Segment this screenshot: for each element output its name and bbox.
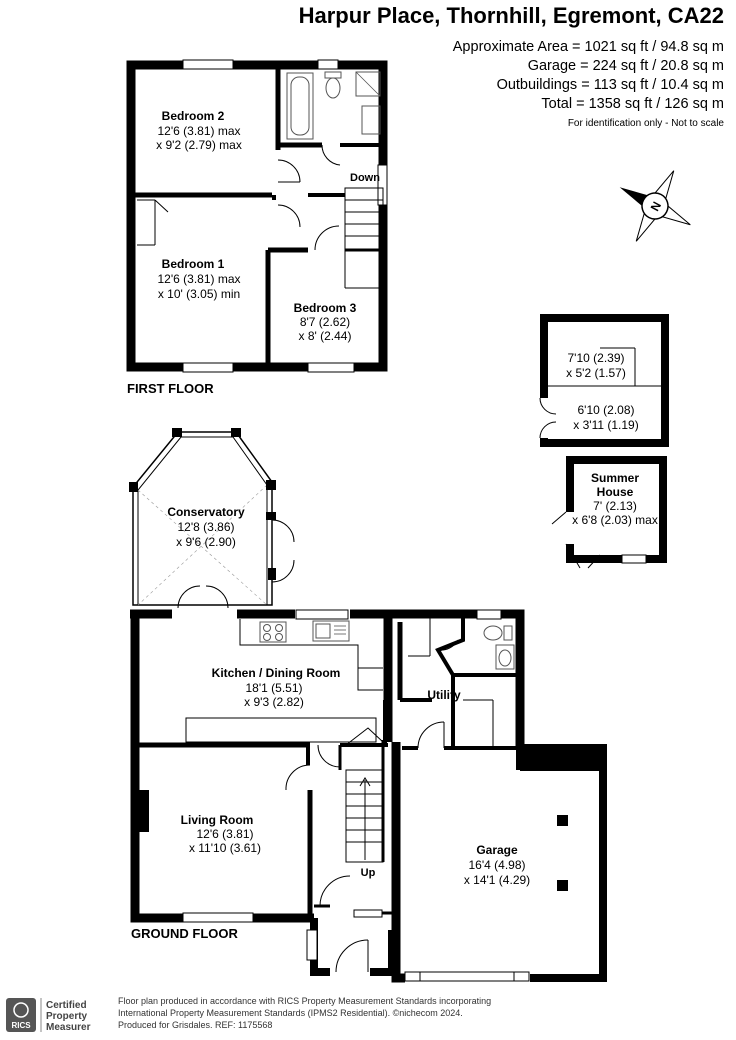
bedroom-3-dim-2: x 8' (2.44) bbox=[299, 329, 352, 343]
garage-door bbox=[404, 971, 530, 982]
bedroom-1-name: Bedroom 1 bbox=[162, 257, 225, 271]
stairs-down-label: Down bbox=[350, 172, 380, 184]
garage-dim-1: 16'4 (4.98) bbox=[469, 858, 526, 872]
store-2-dim-1: 6'10 (2.08) bbox=[578, 403, 635, 417]
store-outer-wall bbox=[540, 314, 669, 447]
summer-house-name-1: Summer bbox=[591, 471, 639, 485]
first-floor-plan bbox=[126, 59, 388, 373]
living-room-dim-2: x 11'10 (3.61) bbox=[189, 841, 261, 855]
rics-logo-icon bbox=[6, 998, 36, 1032]
footer-line-1: Floor plan produced in accordance with R… bbox=[118, 996, 491, 1006]
window bbox=[307, 362, 355, 373]
store-2-dim-2: x 3'11 (1.19) bbox=[573, 418, 638, 432]
summer-house-dim-2: x 6'8 (2.03) max bbox=[572, 513, 658, 527]
rics-mark: RICS bbox=[11, 1021, 31, 1030]
toilet-icon bbox=[483, 625, 503, 641]
first-floor-label: FIRST FLOOR bbox=[127, 381, 214, 396]
footer-line-2: International Property Measurement Stand… bbox=[118, 1008, 463, 1018]
stairs-up-label: Up bbox=[361, 867, 376, 879]
disclaimer: For identification only - Not to scale bbox=[568, 118, 725, 129]
window bbox=[621, 554, 647, 564]
sink-icon bbox=[312, 620, 350, 642]
bedroom-2-dim-1: 12'6 (3.81) max bbox=[158, 124, 241, 138]
shower-icon bbox=[355, 71, 381, 97]
window bbox=[182, 912, 254, 923]
approximate-area: Approximate Area = 1021 sq ft / 94.8 sq … bbox=[453, 39, 724, 55]
kitchen-dim-2: x 9'3 (2.82) bbox=[244, 695, 304, 709]
kitchen-name: Kitchen / Dining Room bbox=[212, 666, 341, 680]
living-room-name: Living Room bbox=[181, 813, 254, 827]
header: Harpur Place, Thornhill, Egremont, CA22 … bbox=[299, 3, 725, 129]
bedroom-3-name: Bedroom 3 bbox=[294, 301, 357, 315]
window bbox=[295, 609, 349, 620]
fireplace-icon bbox=[137, 790, 149, 832]
conservatory-dim-2: x 9'6 (2.90) bbox=[176, 535, 236, 549]
summer-house-name-2: House bbox=[597, 485, 634, 499]
outbuildings-area: Outbuildings = 113 sq ft / 10.4 sq m bbox=[497, 77, 724, 93]
bedroom-2-dim-2: x 9'2 (2.79) max bbox=[156, 138, 242, 152]
ground-floor-plan bbox=[129, 428, 607, 983]
summer-house-dim-1: 7' (2.13) bbox=[593, 499, 637, 513]
basin-icon bbox=[361, 105, 381, 135]
footer-line-3: Produced for Grisdales. REF: 1175568 bbox=[118, 1020, 272, 1030]
hob-icon bbox=[259, 621, 287, 643]
conservatory-name: Conservatory bbox=[167, 505, 245, 519]
total-area: Total = 1358 sq ft / 126 sq m bbox=[541, 96, 724, 112]
badge-line-2: Property bbox=[46, 1011, 88, 1022]
rics-badge: RICS Certified Property Measurer bbox=[6, 998, 91, 1033]
window bbox=[476, 609, 502, 620]
garage-dim-2: x 14'1 (4.29) bbox=[464, 873, 530, 887]
conservatory-dim-1: 12'8 (3.86) bbox=[178, 520, 235, 534]
window bbox=[317, 59, 339, 70]
store-1-dim-1: 7'10 (2.39) bbox=[568, 351, 625, 365]
summer-house-outer-wall bbox=[566, 456, 667, 563]
store-1-dim-2: x 5'2 (1.57) bbox=[566, 366, 626, 380]
badge-line-3: Measurer bbox=[46, 1022, 91, 1033]
window bbox=[182, 59, 234, 70]
bedroom-1-dim-1: 12'6 (3.81) max bbox=[158, 272, 241, 286]
utility-name: Utility bbox=[427, 688, 461, 702]
kitchen-dim-1: 18'1 (5.51) bbox=[246, 681, 303, 695]
living-room-dim-1: 12'6 (3.81) bbox=[197, 827, 254, 841]
window bbox=[306, 929, 318, 961]
outbuildings-plan bbox=[539, 314, 669, 569]
garage-area: Garage = 224 sq ft / 20.8 sq m bbox=[528, 58, 724, 74]
basin-icon bbox=[495, 644, 515, 670]
property-title: Harpur Place, Thornhill, Egremont, CA22 bbox=[299, 3, 724, 28]
bathtub-icon bbox=[286, 72, 314, 140]
bedroom-2-name: Bedroom 2 bbox=[162, 109, 225, 123]
ground-floor-label: GROUND FLOOR bbox=[131, 926, 238, 941]
badge-line-1: Certified bbox=[46, 1000, 87, 1011]
compass-icon bbox=[619, 170, 691, 242]
toilet-icon bbox=[325, 77, 341, 99]
bedroom-1-dim-2: x 10' (3.05) min bbox=[158, 287, 240, 301]
garage-wall-pier bbox=[520, 745, 602, 771]
window bbox=[182, 362, 234, 373]
bedroom-3-dim-1: 8'7 (2.62) bbox=[300, 315, 350, 329]
garage-name: Garage bbox=[476, 843, 518, 857]
